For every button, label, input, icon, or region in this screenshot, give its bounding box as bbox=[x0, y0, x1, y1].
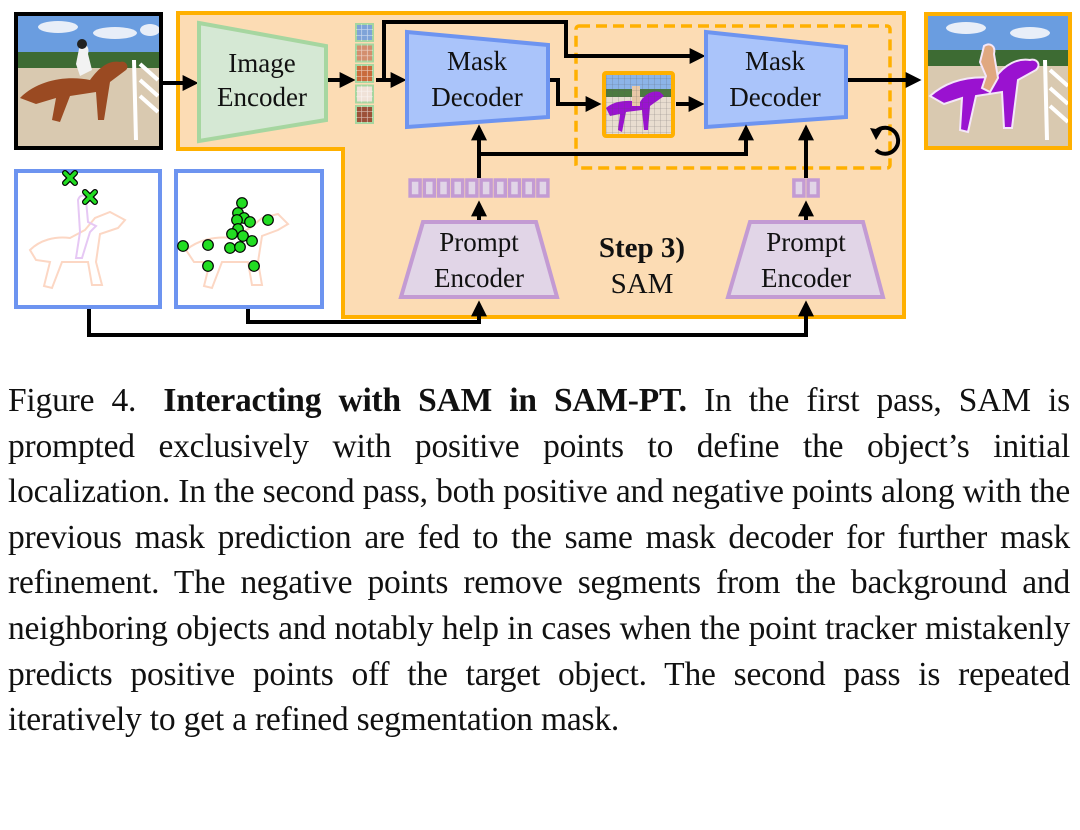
image-embedding-stack bbox=[355, 23, 374, 124]
embedding-tile bbox=[355, 23, 374, 42]
step-sublabel: SAM bbox=[611, 268, 674, 300]
prompt-token bbox=[536, 178, 550, 198]
negative-point bbox=[63, 171, 77, 185]
positive-point bbox=[224, 242, 236, 254]
prompt-encoder-1-label-line1: Prompt bbox=[439, 227, 519, 257]
input-image-frame bbox=[14, 12, 163, 150]
prompt-token bbox=[422, 178, 437, 198]
embedding-tile-grid bbox=[356, 24, 373, 41]
intermediate-mask bbox=[604, 73, 673, 136]
prompt-encoder-2-label-line2: Encoder bbox=[761, 263, 851, 293]
prompt-token bbox=[450, 178, 465, 198]
refinement-loop-region bbox=[574, 24, 892, 170]
refresh-cycle-icon bbox=[870, 125, 901, 156]
positive-point bbox=[236, 197, 248, 209]
positive-point bbox=[226, 228, 238, 240]
prompt-tokens-first-pass bbox=[408, 178, 550, 198]
negative-points-panel bbox=[14, 169, 162, 309]
caption-title: Interacting with SAM in SAM-PT. bbox=[163, 382, 687, 419]
positive-point bbox=[244, 216, 256, 228]
output-image-frame bbox=[924, 12, 1072, 150]
arrow-embedding-to-decoder2 bbox=[382, 20, 706, 80]
embedding-tile bbox=[355, 64, 374, 83]
positive-point bbox=[246, 235, 258, 247]
caption-body: In the first pass, SAM is prompted exclu… bbox=[8, 382, 1070, 739]
embedding-tile bbox=[355, 105, 374, 124]
arrow-negative-points-to-prompt-encoder2 bbox=[87, 300, 814, 337]
embedding-tile bbox=[355, 43, 374, 63]
embedding-tile-grid bbox=[356, 85, 373, 103]
mask-decoder-1-label-line2: Decoder bbox=[431, 82, 522, 112]
embedding-tile bbox=[355, 84, 374, 104]
mask-decoder-2-label-line1: Mask bbox=[745, 46, 805, 76]
sam-pt-diagram: Image Encoder Mask Decoder Mask Decoder bbox=[14, 11, 1072, 337]
mask-decoder-first-pass: Mask Decoder bbox=[405, 29, 550, 130]
positive-point bbox=[177, 240, 189, 252]
prompt-encoder-first-pass: Prompt Encoder bbox=[398, 220, 560, 299]
image-encoder: Image Encoder bbox=[197, 20, 328, 144]
embedding-tile-grid bbox=[356, 65, 373, 82]
mask-decoder-2-label-line2: Decoder bbox=[729, 82, 820, 112]
positive-point bbox=[202, 239, 214, 251]
arrow-tokens1-to-decoder2 bbox=[479, 124, 754, 156]
prompt-token bbox=[479, 178, 493, 198]
input-image bbox=[16, 14, 161, 148]
positive-point bbox=[237, 230, 249, 242]
positive-point bbox=[262, 214, 274, 226]
positive-point bbox=[234, 241, 246, 253]
prompt-token bbox=[507, 178, 522, 198]
prompt-token bbox=[806, 178, 820, 198]
prompt-token bbox=[521, 178, 536, 198]
image-encoder-label-line1: Image bbox=[228, 48, 295, 78]
positive-point bbox=[202, 260, 214, 272]
prompt-tokens-second-pass bbox=[792, 178, 820, 198]
prompt-token bbox=[465, 178, 479, 198]
step-label: Step 3) bbox=[599, 232, 685, 264]
prompt-encoder-1-label-line2: Encoder bbox=[434, 263, 524, 293]
prompt-token bbox=[792, 178, 806, 198]
embedding-tile-grid bbox=[356, 106, 373, 123]
arrow-positive-points-to-prompt-encoder1 bbox=[246, 300, 487, 324]
positive-point bbox=[248, 260, 260, 272]
embedding-tile-grid bbox=[356, 44, 373, 62]
prompt-encoder-2-label-line1: Prompt bbox=[766, 227, 846, 257]
intermediate-mask-frame bbox=[602, 71, 675, 138]
arrow-decoder1-to-mask bbox=[550, 78, 602, 112]
prompt-token bbox=[436, 178, 451, 198]
mask-decoder-refinement: Mask Decoder bbox=[704, 29, 848, 130]
image-encoder-label-line2: Encoder bbox=[217, 82, 307, 112]
figure-caption: Figure 4. Interacting with SAM in SAM-PT… bbox=[8, 378, 1070, 743]
positive-points-panel bbox=[174, 169, 324, 309]
prompt-encoder-refinement: Prompt Encoder bbox=[725, 220, 886, 299]
output-image bbox=[926, 14, 1070, 148]
mask-decoder-1-label-line1: Mask bbox=[447, 46, 507, 76]
negative-point bbox=[83, 190, 97, 204]
prompt-token bbox=[493, 178, 508, 198]
figure-number: Figure 4. bbox=[8, 382, 137, 419]
prompt-token bbox=[408, 178, 422, 198]
